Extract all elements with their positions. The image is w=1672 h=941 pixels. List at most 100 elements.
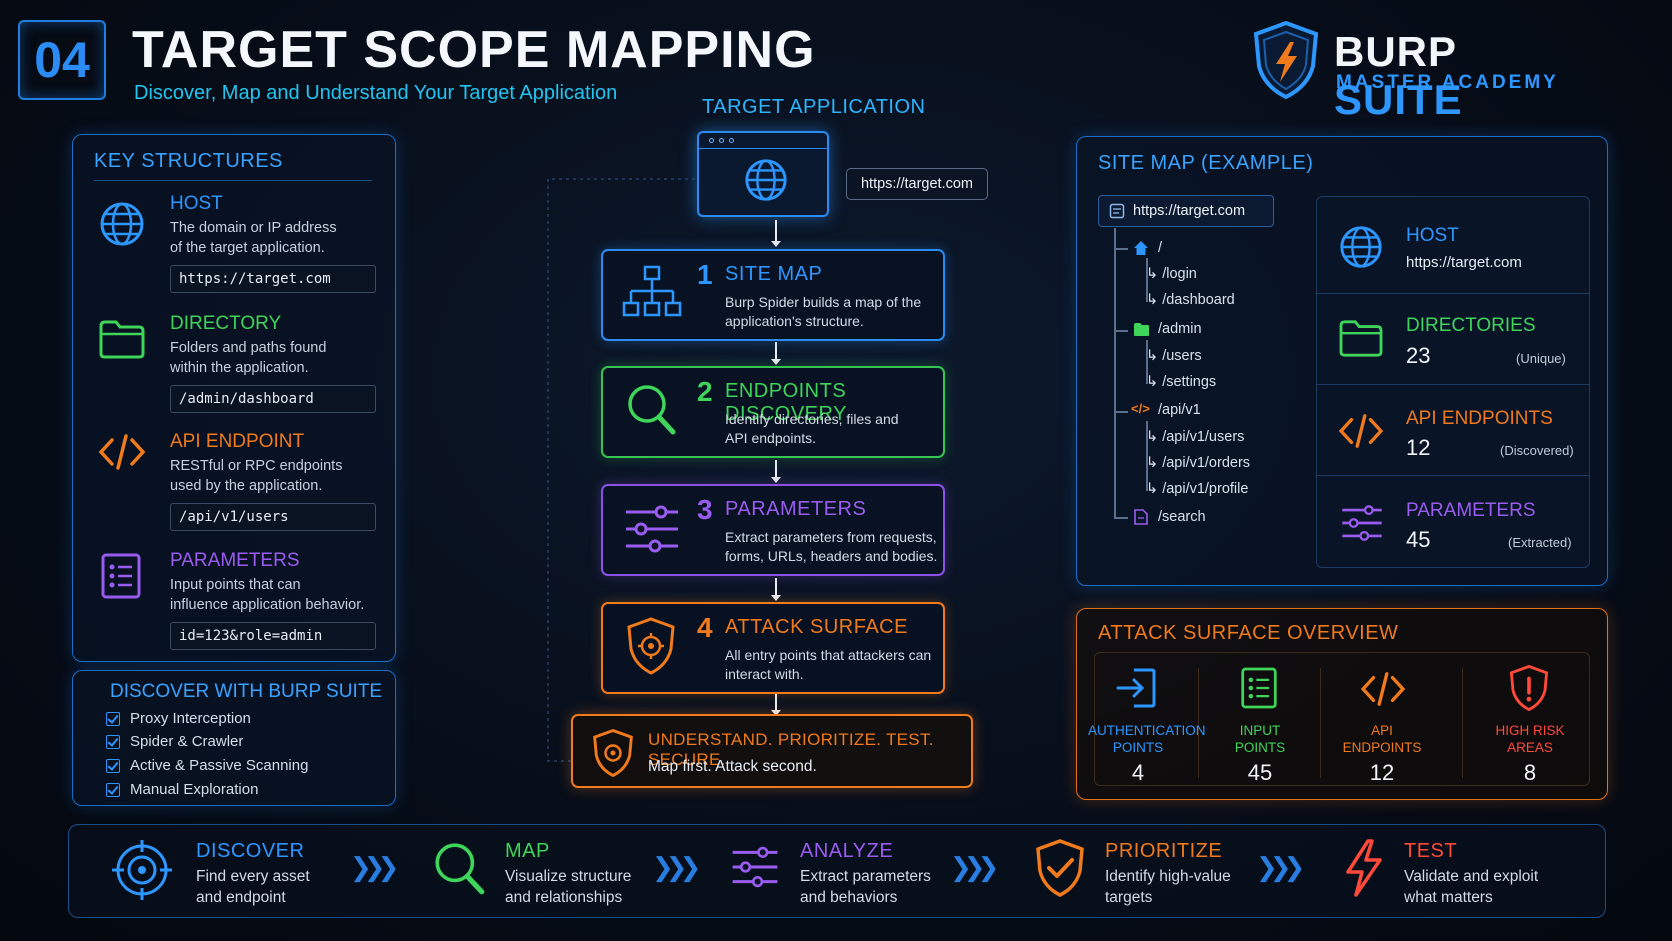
divider [1320, 668, 1321, 778]
chevrons-icon: ❯❯❯ [950, 852, 999, 882]
stat-value: 45 [1406, 527, 1431, 552]
checkbox-icon [106, 711, 120, 726]
stat-value: https://target.com [1406, 254, 1522, 271]
site-map-title: SITE MAP (EXAMPLE) [1098, 152, 1314, 174]
document-icon [1134, 509, 1148, 525]
directory-example: /admin/dashboard [170, 385, 376, 413]
tree-branch [1146, 340, 1148, 384]
step-attack-surface: 4 ATTACK SURFACE All entry points that a… [601, 602, 945, 694]
phase-name: ANALYZE [800, 840, 894, 862]
login-icon [1116, 668, 1156, 708]
checklist-item: Manual Exploration [106, 781, 258, 798]
list-icon [101, 553, 141, 599]
step-number: 2 [697, 376, 713, 407]
sliders-icon [626, 505, 678, 553]
code-icon: </> [1131, 401, 1150, 416]
divider [1198, 668, 1199, 778]
tree-branch [1114, 228, 1116, 518]
attack-surface-value: 4 [1131, 760, 1145, 785]
brand-logo: BURP SUITE MASTER ACADEMY [1250, 20, 1580, 123]
lightning-icon [1346, 839, 1382, 897]
key-structures-title: KEY STRUCTURES [94, 150, 283, 172]
stat-name: DIRECTORIES [1406, 315, 1536, 336]
checklist-item: Active & Passive Scanning [106, 757, 308, 774]
phase-name: DISCOVER [196, 840, 305, 862]
flow-arrow [771, 460, 781, 483]
tree-node: / [1158, 240, 1163, 256]
summary-banner: UNDERSTAND. PRIORITIZE. TEST. SECURE. Ma… [571, 714, 973, 788]
stat-name: API ENDPOINTS [1406, 408, 1553, 429]
phase-name: PRIORITIZE [1105, 840, 1223, 862]
tree-branch [1114, 330, 1128, 332]
site-map-root: https://target.com [1098, 195, 1274, 227]
stat-note: (Unique) [1516, 351, 1566, 366]
attack-surface-title: ATTACK SURFACE OVERVIEW [1098, 622, 1399, 644]
flow-arrow [771, 578, 781, 601]
divider [1462, 668, 1463, 778]
tree-node: ↳ /users [1146, 348, 1202, 364]
attack-surface-value: 45 [1247, 760, 1273, 785]
search-icon [435, 843, 485, 895]
parameters-title: PARAMETERS [170, 550, 300, 571]
page-title: TARGET SCOPE MAPPING [132, 21, 816, 79]
page-subtitle: Discover, Map and Understand Your Target… [134, 82, 618, 104]
step-name: ATTACK SURFACE [725, 616, 908, 638]
divider [94, 180, 372, 181]
search-icon [628, 385, 676, 435]
checkbox-icon [106, 782, 120, 797]
api-endpoint-example: /api/v1/users [170, 503, 376, 531]
step-number: 3 [697, 494, 713, 525]
logo-suite-text: SUITE [1334, 76, 1463, 123]
shield-target-icon [627, 617, 675, 675]
checklist-item: Proxy Interception [106, 710, 251, 727]
code-icon [1338, 414, 1384, 448]
stat-value: 12 [1406, 435, 1431, 460]
stat-name: PARAMETERS [1406, 500, 1536, 521]
section-number: 04 [18, 20, 106, 100]
code-icon [98, 434, 146, 470]
globe-icon [745, 159, 787, 201]
tree-node: ↳ /settings [1146, 374, 1217, 390]
step-number: 1 [697, 259, 713, 290]
target-application-title: TARGET APPLICATION [702, 96, 926, 118]
tree-node: ↳ /dashboard [1146, 292, 1235, 308]
tree-branch [1114, 248, 1128, 250]
tree-node: /api/v1 [1158, 402, 1201, 418]
discover-with-burp-panel [72, 670, 396, 806]
chevrons-icon: ❯❯❯ [350, 852, 399, 882]
host-example: https://target.com [170, 265, 376, 293]
step-name: SITE MAP [725, 263, 823, 285]
globe-icon [1340, 226, 1382, 268]
logo-academy-text: MASTER ACADEMY [1336, 72, 1559, 93]
stat-value: 23 [1406, 343, 1431, 368]
step-description: Extract parameters from requests,forms, … [725, 529, 938, 564]
checkbox-icon [106, 758, 120, 773]
attack-surface-grid [1094, 652, 1590, 786]
attack-surface-value: 8 [1523, 760, 1537, 785]
host-title: HOST [170, 193, 223, 214]
summary-headline: UNDERSTAND. PRIORITIZE. TEST. SECURE. [648, 730, 934, 769]
tree-branch [1114, 517, 1128, 519]
shield-check-icon [1036, 839, 1084, 897]
divider [1316, 475, 1590, 476]
folder-icon [99, 320, 145, 359]
target-icon [112, 840, 172, 900]
stat-note: (Discovered) [1500, 443, 1574, 458]
summary-subtext: Map first. Attack second. [648, 758, 817, 775]
checklist-item: Spider & Crawler [106, 733, 243, 750]
code-icon [1360, 672, 1406, 706]
